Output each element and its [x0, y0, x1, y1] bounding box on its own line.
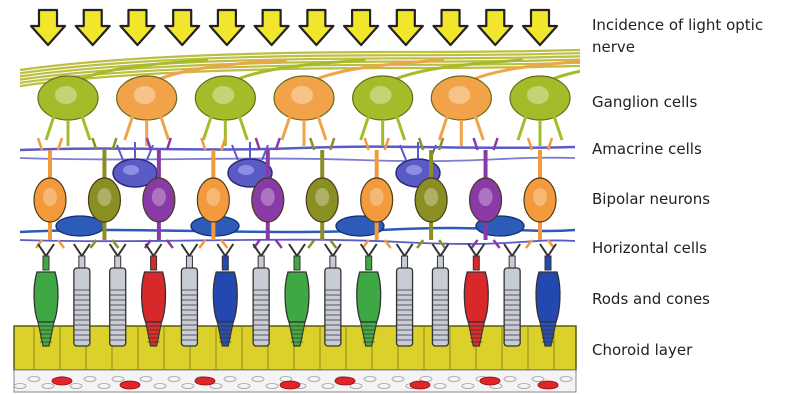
blood-vessel: [280, 381, 300, 389]
rod: [397, 268, 413, 346]
ganglion-nucleus: [134, 86, 156, 104]
light-arrow: [120, 10, 154, 45]
light-arrow: [255, 10, 289, 45]
ganglion-nucleus: [291, 86, 313, 104]
outer-plexiform-line: [20, 240, 575, 244]
label-amacrine-cells: Amacrine cells: [592, 138, 782, 160]
photoreceptor-synapse: [289, 244, 305, 256]
label-rods-and-cones: Rods and cones: [592, 288, 782, 310]
amacrine-nucleus: [238, 165, 254, 175]
ganglion-dendrite: [282, 116, 326, 146]
ganglion-dendrite: [518, 116, 562, 146]
rod: [110, 268, 126, 346]
photoreceptor-synapse: [540, 244, 556, 256]
photoreceptor-synapse: [504, 244, 520, 256]
photoreceptor-synapse: [181, 244, 197, 256]
blood-vessel: [538, 381, 558, 389]
blood-vessel: [120, 381, 140, 389]
ganglion-nucleus: [370, 86, 392, 104]
cone: [536, 272, 560, 322]
light-arrow: [76, 10, 110, 45]
bipolar-nucleus: [315, 188, 329, 206]
label-choroid-layer: Choroid layer: [592, 339, 782, 361]
photoreceptor-synapse: [361, 244, 377, 256]
label-ganglion-cells: Ganglion cells: [592, 91, 782, 113]
rod: [432, 268, 448, 346]
amacrine-dendrite: [232, 142, 268, 160]
rod: [181, 268, 197, 346]
photoreceptor-fiber: [473, 256, 479, 270]
ganglion-nucleus: [212, 86, 234, 104]
photoreceptor-synapse: [397, 244, 413, 256]
light-arrow: [523, 10, 557, 45]
cone: [285, 272, 309, 322]
retina-diagram: [0, 0, 580, 394]
photoreceptor-synapse: [74, 244, 90, 256]
bipolar-nucleus: [97, 188, 111, 206]
bipolar-nucleus: [261, 188, 275, 206]
ganglion-dendrite: [439, 116, 483, 146]
rod: [74, 268, 90, 346]
ganglion-nucleus: [448, 86, 470, 104]
rod: [325, 268, 341, 346]
light-arrow: [299, 10, 333, 45]
cone: [142, 272, 166, 322]
ganglion-nucleus: [527, 86, 549, 104]
amacrine-nucleus: [123, 165, 139, 175]
ganglion-dendrite: [125, 116, 169, 146]
cone: [357, 272, 381, 322]
photoreceptor-layer: [34, 244, 560, 346]
photoreceptor-synapse: [146, 244, 162, 256]
label-bipolar-neurons: Bipolar neurons: [592, 188, 782, 210]
blood-vessel: [335, 377, 355, 385]
blood-vessel: [480, 377, 500, 385]
photoreceptor-fiber: [43, 256, 49, 270]
photoreceptor-synapse: [468, 244, 484, 256]
bipolar-nucleus: [43, 188, 57, 206]
blood-vessel: [52, 377, 72, 385]
ganglion-dendrite: [46, 116, 90, 146]
photoreceptor-fiber: [222, 256, 228, 270]
light-arrow: [434, 10, 468, 45]
bipolar-nucleus: [370, 188, 384, 206]
photoreceptor-synapse: [253, 244, 269, 256]
photoreceptor-synapse: [38, 244, 54, 256]
inner-plexiform-line: [20, 147, 575, 150]
blood-vessel: [195, 377, 215, 385]
label-horizontal-cells: Horizontal cells: [592, 237, 782, 259]
label-incidence-of-light: Incidence of light optic nerve: [592, 14, 782, 58]
bipolar-nucleus: [479, 188, 493, 206]
photoreceptor-synapse: [432, 244, 448, 256]
photoreceptor-fiber: [545, 256, 551, 270]
bipolar-nucleus: [206, 188, 220, 206]
photoreceptor-synapse: [325, 244, 341, 256]
light-arrow: [165, 10, 199, 45]
cone: [464, 272, 488, 322]
photoreceptor-fiber: [366, 256, 372, 270]
light-arrow: [210, 10, 244, 45]
label-column: Incidence of light optic nerve Ganglion …: [592, 0, 782, 394]
cone: [213, 272, 237, 322]
bipolar-nucleus: [152, 188, 166, 206]
light-arrow: [478, 10, 512, 45]
photoreceptor-fiber: [151, 256, 157, 270]
rod: [504, 268, 520, 346]
photoreceptor-fiber: [294, 256, 300, 270]
light-arrows: [31, 10, 557, 45]
bipolar-nucleus: [424, 188, 438, 206]
light-arrow: [344, 10, 378, 45]
cone: [34, 272, 58, 322]
ganglion-nucleus: [55, 86, 77, 104]
blood-vessel: [410, 381, 430, 389]
light-arrow: [389, 10, 423, 45]
rod: [253, 268, 269, 346]
light-arrow: [31, 10, 65, 45]
ganglion-dendrite: [361, 116, 405, 146]
amacrine-nucleus: [406, 165, 422, 175]
bipolar-nucleus: [533, 188, 547, 206]
